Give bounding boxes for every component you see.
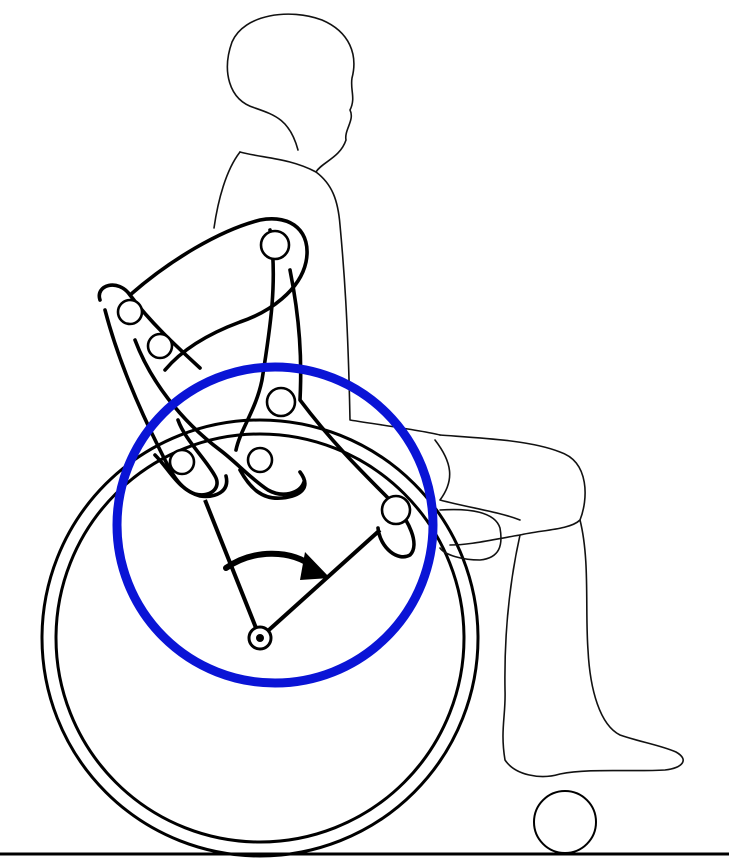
push-angle bbox=[205, 500, 380, 649]
person-back bbox=[214, 152, 240, 228]
angle-end-line bbox=[260, 530, 380, 638]
caster-wheel bbox=[534, 791, 596, 853]
shoulder-joint bbox=[261, 231, 289, 259]
wheel-axle bbox=[256, 634, 264, 642]
seat-cushion bbox=[435, 440, 520, 520]
armrest-block bbox=[440, 510, 501, 560]
curved-arrow bbox=[226, 554, 315, 568]
arm-poses bbox=[99, 219, 414, 557]
wrist-joint-front bbox=[382, 496, 410, 524]
upper-arm-outline bbox=[99, 285, 200, 368]
person-thigh bbox=[440, 435, 585, 545]
wrist-joint-back bbox=[170, 450, 194, 474]
elbow-joint-back bbox=[118, 300, 142, 324]
upper-arm-front bbox=[236, 230, 273, 450]
elbow-joint-front bbox=[267, 388, 295, 416]
wrist-joint-middle bbox=[248, 448, 272, 472]
person-head bbox=[227, 14, 353, 172]
angle-start-line bbox=[205, 500, 260, 638]
elbow-joint-middle bbox=[148, 334, 172, 358]
arrow-head bbox=[300, 552, 330, 580]
person-shin bbox=[503, 520, 683, 776]
